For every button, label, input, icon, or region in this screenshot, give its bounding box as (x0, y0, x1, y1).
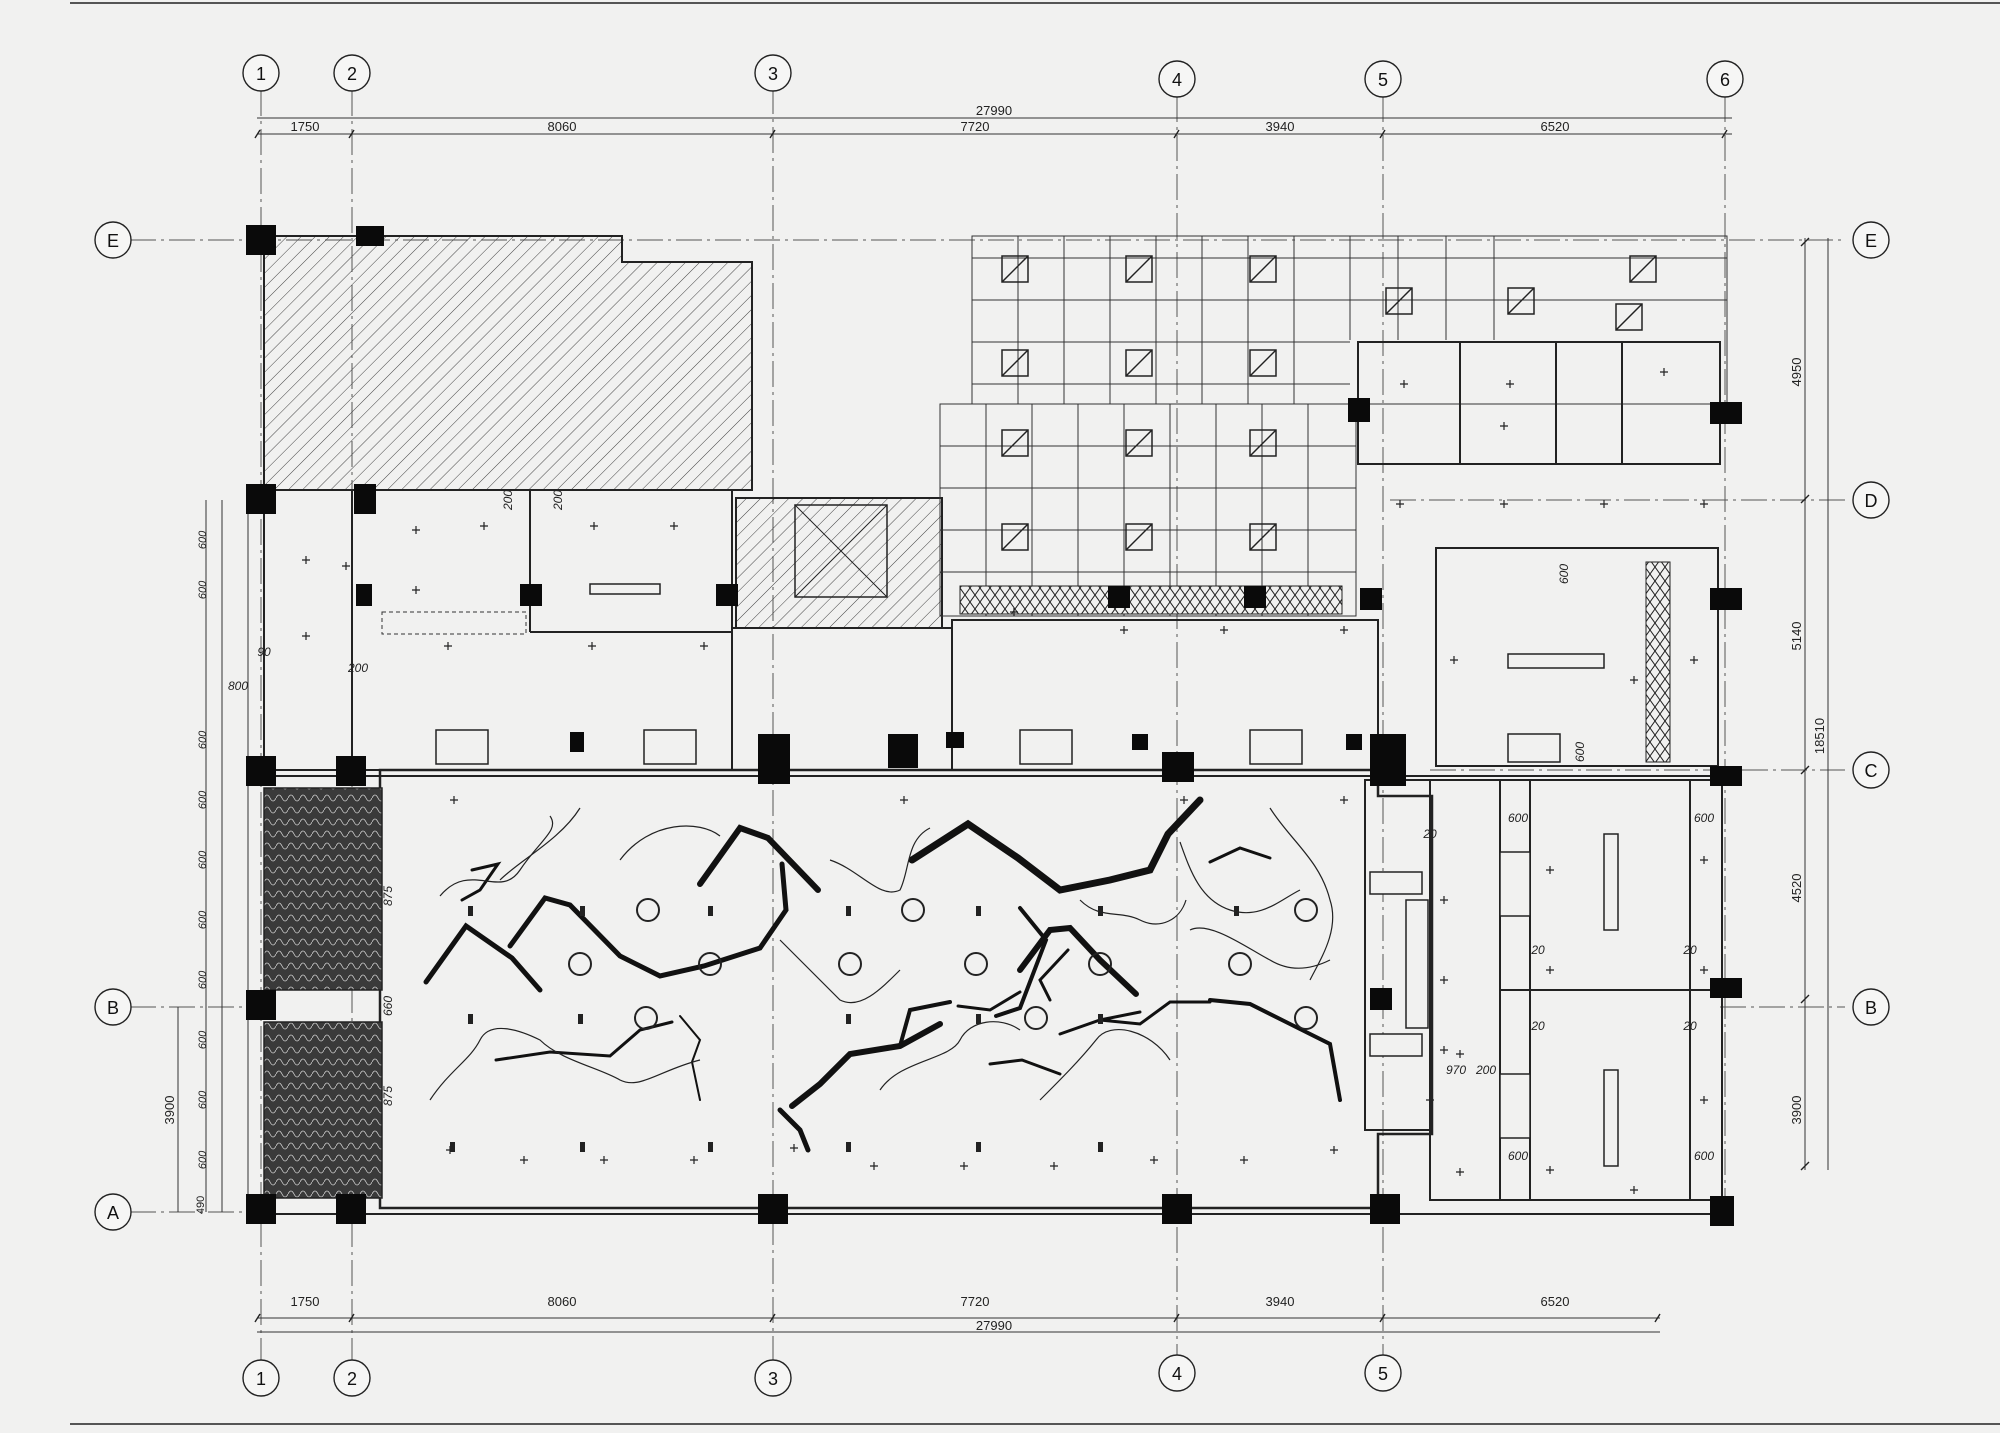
dim-right-seg-1: 4950 (1789, 358, 1804, 387)
stair-diagonal (794, 504, 888, 598)
east-rooms-outline (1357, 341, 1723, 1201)
axis-label-row-a-left: A (107, 1203, 119, 1223)
axis-label-row-d-right: D (1865, 491, 1878, 511)
tiled-ceiling-middle (939, 403, 1357, 617)
axis-label-row-e-right: E (1865, 231, 1877, 251)
note-20-d: 20 (1530, 1019, 1545, 1033)
dim-top-seg-3: 7720 (961, 119, 990, 134)
axis-label-col-1-top: 1 (256, 64, 266, 84)
linear-light-fixtures (589, 583, 1619, 1167)
note-600-e: 600 (1557, 564, 1571, 584)
svg-text:600: 600 (197, 1090, 209, 1109)
wall-partition-dashed (381, 611, 527, 635)
axis-label-row-b-left: B (107, 998, 119, 1018)
stair-box (794, 504, 888, 598)
axis-label-row-e-left: E (107, 231, 119, 251)
axis-label-row-b-right: B (1865, 998, 1877, 1018)
axis-label-row-c-right: C (1865, 761, 1878, 781)
wood-panel-upper (263, 787, 383, 991)
svg-text:600: 600 (197, 910, 209, 929)
west-rib-lines (205, 500, 249, 1212)
hatched-void-zone-north (263, 235, 753, 491)
dim-bottom-seg-1: 1750 (291, 1294, 320, 1309)
dim-right-seg-2: 5140 (1789, 622, 1804, 651)
ac-unit-fixtures (435, 729, 1561, 1057)
axis-label-col-3-bottom: 3 (768, 1369, 778, 1389)
svg-text:600: 600 (197, 1150, 209, 1169)
dim-right-seg-3: 4520 (1789, 874, 1804, 903)
svg-text:600: 600 (197, 730, 209, 749)
note-600-a: 600 (1508, 811, 1528, 825)
svg-text:600: 600 (197, 850, 209, 869)
dimension-lines (177, 117, 1829, 1333)
ceiling-access-panels (1001, 255, 1657, 551)
dim-top-seg-2: 8060 (548, 119, 577, 134)
axis-label-col-4-bottom: 4 (1172, 1364, 1182, 1384)
dim-bottom-total: 27990 (976, 1318, 1012, 1333)
svg-text:600: 600 (197, 790, 209, 809)
axis-label-col-5-top: 5 (1378, 70, 1388, 90)
note-200-west: 200 (347, 661, 368, 675)
wood-panel-lower (263, 1021, 383, 1199)
dim-bottom-seg-2: 8060 (548, 1294, 577, 1309)
thin-branch-lines (429, 807, 1334, 1101)
axis-label-col-2-top: 2 (347, 64, 357, 84)
note-800: 800 (228, 679, 248, 693)
note-875-b: 875 (381, 1086, 395, 1106)
axis-bubbles (94, 54, 1890, 1397)
branch-sculpture-pattern (423, 796, 1342, 1153)
note-600-b: 600 (1694, 811, 1714, 825)
note-600-d: 600 (1694, 1149, 1714, 1163)
note-200-east: 200 (1475, 1063, 1496, 1077)
note-200-north-b: 200 (551, 490, 565, 511)
dimension-ticks (254, 129, 1810, 1323)
axis-label-col-5-bottom: 5 (1378, 1364, 1388, 1384)
dim-top-seg-1: 1750 (291, 119, 320, 134)
note-20-e: 20 (1682, 1019, 1697, 1033)
east-ladder-strip (1645, 561, 1671, 763)
axis-label-col-6-top: 6 (1720, 70, 1730, 90)
note-20-b: 20 (1530, 943, 1545, 957)
note-200-north-a: 200 (501, 490, 515, 511)
downlight-rings (568, 898, 1318, 1030)
svg-text:600: 600 (197, 530, 209, 549)
dim-top-seg-4: 3940 (1266, 119, 1295, 134)
dim-right-seg-4: 3900 (1789, 1096, 1804, 1125)
dim-bottom-seg-3: 7720 (961, 1294, 990, 1309)
tiled-ceiling-north (971, 235, 1728, 405)
dim-bottom-seg-5: 6520 (1541, 1294, 1570, 1309)
note-20-a: 20 (1422, 827, 1437, 841)
west-600-column: 600 600 600 600 600 600 600 600 600 600 (197, 530, 209, 1169)
decorative-strip (959, 585, 1343, 615)
note-875-a: 875 (381, 886, 395, 906)
axis-label-col-3-top: 3 (768, 64, 778, 84)
note-600-f: 600 (1573, 742, 1587, 762)
dim-top-seg-5: 6520 (1541, 119, 1570, 134)
hatched-stair-zone (735, 497, 943, 629)
note-600-c: 600 (1508, 1149, 1528, 1163)
svg-text:600: 600 (197, 580, 209, 599)
svg-text:600: 600 (197, 1030, 209, 1049)
note-20-c: 20 (1682, 943, 1697, 957)
dim-top-total: 27990 (976, 103, 1012, 118)
axis-label-col-2-bottom: 2 (347, 1369, 357, 1389)
axis-label-col-4-top: 4 (1172, 70, 1182, 90)
axis-label-col-1-bottom: 1 (256, 1369, 266, 1389)
note-970: 970 (1446, 1063, 1466, 1077)
point-light-crosses (302, 368, 1708, 1194)
dim-left-small: 490 (195, 1196, 207, 1214)
svg-text:600: 600 (197, 970, 209, 989)
note-660: 660 (381, 996, 395, 1016)
dim-bottom-seg-4: 3940 (1266, 1294, 1295, 1309)
structural-columns (246, 225, 1742, 1226)
dim-right-total: 18510 (1812, 718, 1827, 754)
note-90: 90 (257, 645, 271, 659)
dim-left-seg: 3900 (162, 1096, 177, 1125)
small-rect-fixtures (450, 906, 1239, 1152)
